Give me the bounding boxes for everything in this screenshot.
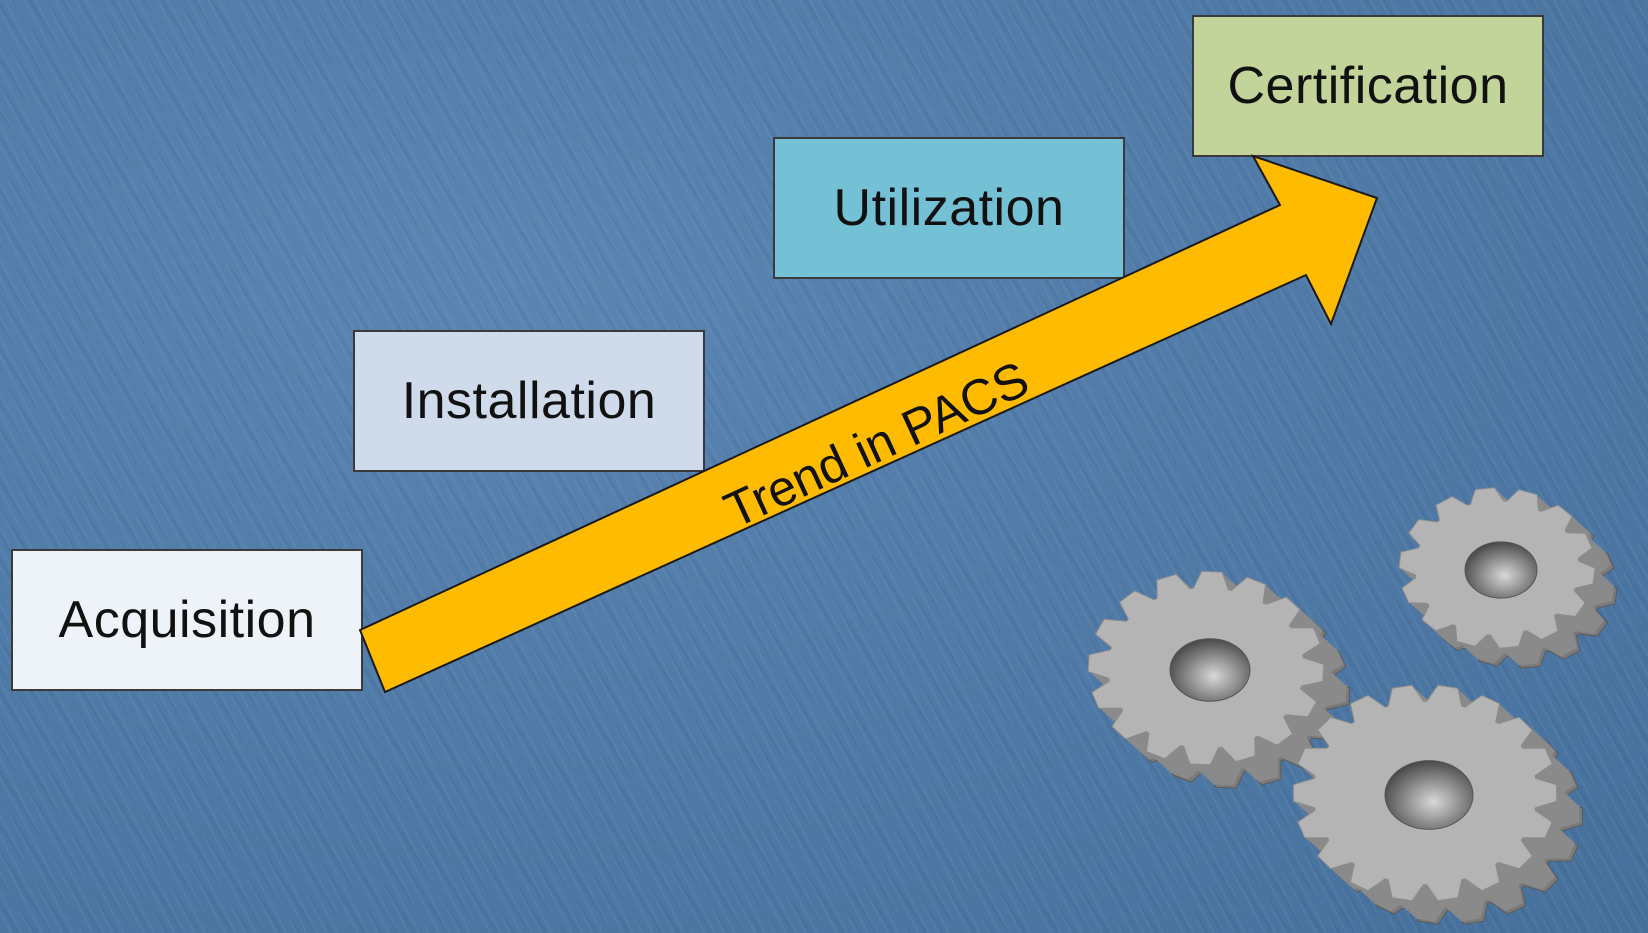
- stage-utilization-box: Utilization: [773, 137, 1125, 279]
- stage-installation-label: Installation: [401, 372, 657, 430]
- gear-right-icon: [1398, 487, 1618, 669]
- gear-left-icon: [1087, 570, 1351, 789]
- gear-bottom-icon: [1292, 684, 1584, 925]
- stage-installation-box: Installation: [353, 330, 705, 472]
- stage-acquisition-box: Acquisition: [11, 549, 363, 691]
- stage-acquisition-label: Acquisition: [58, 591, 316, 649]
- stage-certification-label: Certification: [1227, 57, 1509, 115]
- trend-arrow-shape: [358, 154, 1379, 694]
- stage-utilization-label: Utilization: [833, 179, 1065, 237]
- stage-certification-box: Certification: [1192, 15, 1544, 157]
- gears-icon: [1087, 487, 1618, 925]
